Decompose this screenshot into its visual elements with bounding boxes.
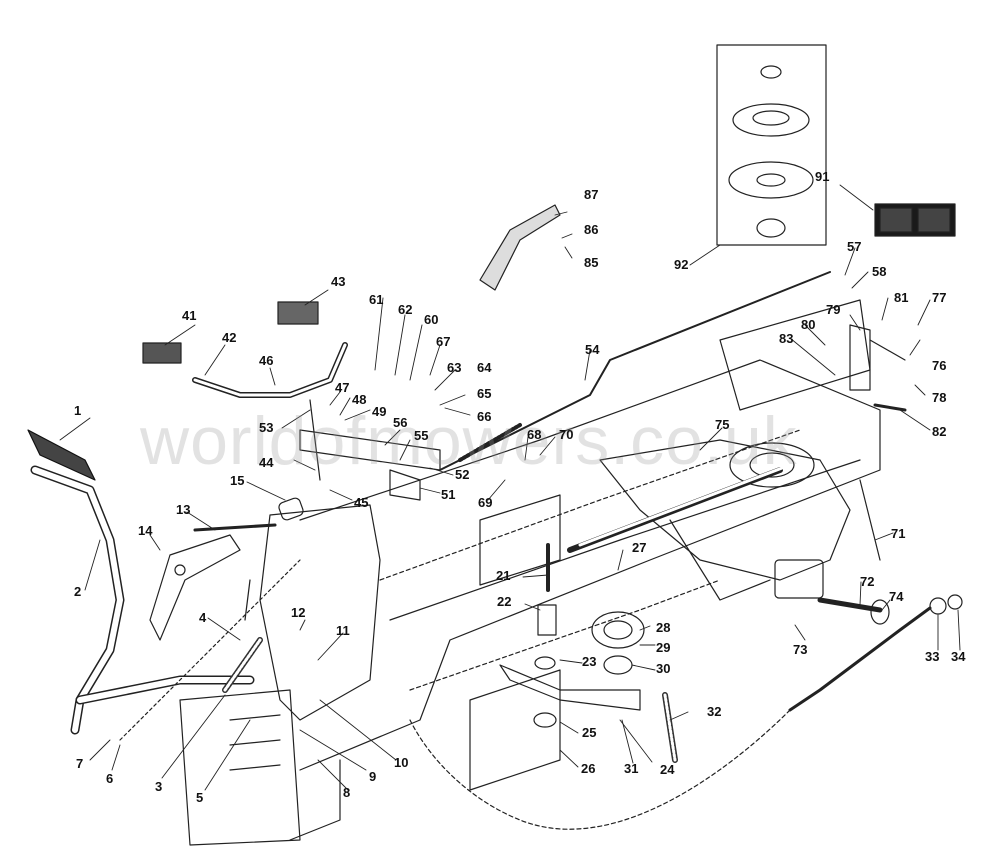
callout-43: 43 — [331, 274, 346, 289]
callout-6: 6 — [106, 771, 114, 786]
callout-32: 32 — [707, 704, 722, 719]
callout-3: 3 — [155, 779, 163, 794]
callout-29: 29 — [656, 640, 671, 655]
callout-92: 92 — [674, 257, 689, 272]
callout-31: 31 — [624, 761, 639, 776]
callout-8: 8 — [343, 785, 351, 800]
callout-9: 9 — [369, 769, 377, 784]
callout-41: 41 — [182, 308, 197, 323]
callout-12: 12 — [291, 605, 306, 620]
callout-47: 47 — [335, 380, 350, 395]
callout-55: 55 — [414, 428, 429, 443]
callout-30: 30 — [656, 661, 671, 676]
idler-parts — [499, 543, 678, 763]
inset-box — [716, 44, 827, 246]
callout-64: 64 — [477, 360, 492, 375]
handle-assembly — [142, 301, 441, 501]
callout-57: 57 — [847, 239, 862, 254]
transaxle — [567, 439, 890, 625]
callout-86: 86 — [584, 222, 599, 237]
callout-62: 62 — [398, 302, 413, 317]
callout-11: 11 — [336, 623, 350, 638]
callout-72: 72 — [860, 574, 875, 589]
callout-21: 21 — [496, 568, 511, 583]
callout-87: 87 — [584, 187, 599, 202]
callout-75: 75 — [715, 417, 730, 432]
callout-73: 73 — [793, 642, 808, 657]
drive-cable — [409, 594, 963, 830]
callout-83: 83 — [779, 331, 794, 346]
callout-54: 54 — [585, 342, 600, 357]
callout-33: 33 — [925, 649, 940, 664]
callout-78: 78 — [932, 390, 947, 405]
callout-69: 69 — [478, 495, 493, 510]
callout-65: 65 — [477, 386, 492, 401]
callout-48: 48 — [352, 392, 367, 407]
callout-7: 7 — [76, 756, 84, 771]
callout-61: 61 — [369, 292, 384, 307]
callout-45: 45 — [354, 495, 369, 510]
watermark: worldofmowers.co.uk — [140, 403, 798, 479]
callout-23: 23 — [582, 654, 597, 669]
callout-13: 13 — [176, 502, 191, 517]
callout-71: 71 — [891, 526, 906, 541]
callout-49: 49 — [372, 404, 387, 419]
callout-51: 51 — [441, 487, 456, 502]
lever-arm — [149, 497, 304, 693]
callout-76: 76 — [932, 358, 947, 373]
callout-68: 68 — [527, 427, 542, 442]
callout-53: 53 — [259, 420, 274, 435]
callout-70: 70 — [559, 427, 574, 442]
decal — [874, 203, 956, 237]
callout-1: 1 — [74, 403, 82, 418]
callout-91: 91 — [815, 169, 830, 184]
callout-74: 74 — [889, 589, 904, 604]
callout-67: 67 — [436, 334, 451, 349]
callout-80: 80 — [801, 317, 816, 332]
callout-58: 58 — [872, 264, 887, 279]
callout-46: 46 — [259, 353, 274, 368]
callout-2: 2 — [74, 584, 82, 599]
callout-63: 63 — [447, 360, 462, 375]
control-rod — [439, 271, 831, 471]
callout-81: 81 — [894, 290, 909, 305]
callout-25: 25 — [582, 725, 597, 740]
callout-22: 22 — [497, 594, 512, 609]
callout-24: 24 — [660, 762, 675, 777]
callout-56: 56 — [393, 415, 408, 430]
callout-34: 34 — [951, 649, 966, 664]
callout-85: 85 — [584, 255, 599, 270]
callout-10: 10 — [394, 755, 409, 770]
callout-66: 66 — [477, 409, 492, 424]
callout-4: 4 — [199, 610, 207, 625]
callout-28: 28 — [656, 620, 671, 635]
pedal-assembly — [27, 429, 301, 741]
guard-plate — [479, 204, 561, 291]
leader-lines — [59, 184, 961, 791]
callout-42: 42 — [222, 330, 237, 345]
callout-79: 79 — [826, 302, 841, 317]
bracket — [849, 324, 907, 412]
callout-82: 82 — [932, 424, 947, 439]
callout-15: 15 — [230, 473, 245, 488]
callout-77: 77 — [932, 290, 947, 305]
callout-5: 5 — [196, 790, 204, 805]
callout-60: 60 — [424, 312, 439, 327]
callout-26: 26 — [581, 761, 596, 776]
callout-14: 14 — [138, 523, 153, 538]
callout-44: 44 — [259, 455, 274, 470]
callout-27: 27 — [632, 540, 647, 555]
callout-52: 52 — [455, 467, 470, 482]
